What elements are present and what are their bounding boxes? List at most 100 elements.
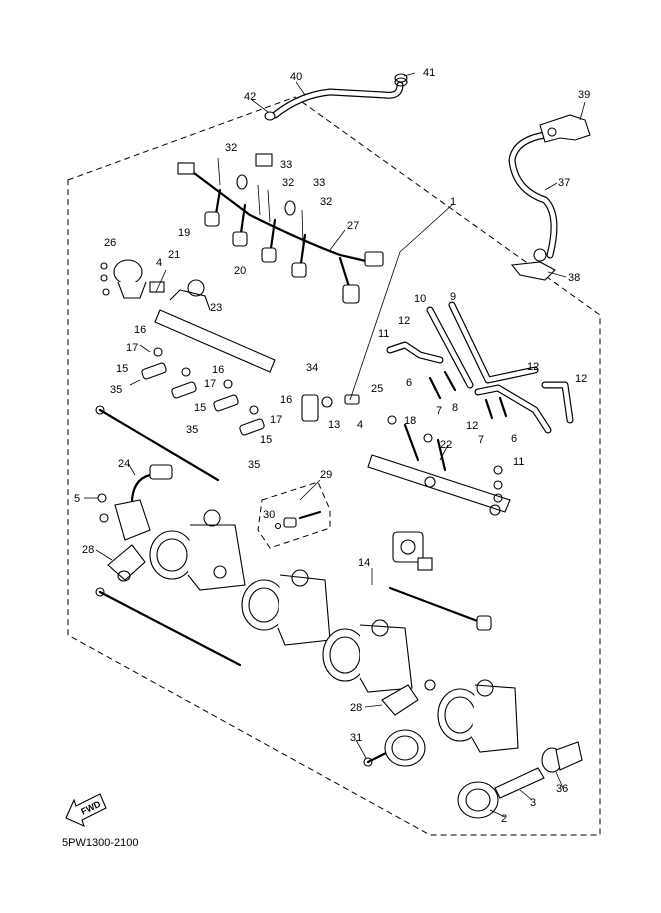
hose-2[interactable] — [457, 781, 499, 819]
callout-label: 37 — [558, 177, 570, 189]
callout-label: 35 — [248, 459, 260, 471]
throttle-body-2[interactable] — [241, 569, 331, 646]
callout-label: 10 — [414, 293, 426, 305]
callout-label: 12 — [398, 315, 410, 327]
callout-label: 7 — [478, 434, 484, 446]
callout-label: 19 — [178, 227, 190, 239]
fwd-arrow-icon: FWD — [65, 793, 107, 828]
fuel-injector-15a[interactable] — [141, 347, 167, 380]
fuel-injector-15c[interactable] — [213, 379, 239, 412]
pressure-regulator-26[interactable] — [100, 259, 147, 299]
callout-label: 32 — [320, 196, 332, 208]
subassembly-29-parts[interactable] — [274, 510, 322, 530]
throttle-body-1[interactable] — [149, 509, 246, 591]
cap[interactable] — [384, 729, 426, 767]
callout-label: 8 — [452, 402, 458, 414]
callout-label: 17 — [204, 378, 216, 390]
callout-label: 41 — [423, 67, 435, 79]
callout-label: 15 — [194, 402, 206, 414]
throttle-body-4[interactable] — [437, 679, 519, 753]
callout-label: 7 — [436, 405, 442, 417]
callout-label: 21 — [168, 249, 180, 261]
screw-31[interactable] — [363, 750, 390, 767]
fuel-hose-40[interactable] — [271, 81, 404, 119]
leader-lines — [84, 72, 586, 818]
callout-label: 15 — [260, 434, 272, 446]
callout-label: 16 — [212, 364, 224, 376]
fuel-hose-37[interactable] — [508, 131, 558, 259]
callout-label: 39 — [578, 89, 590, 101]
callout-label: 28 — [82, 544, 94, 556]
callout-label: 11 — [378, 328, 389, 340]
callout-label: 24 — [118, 458, 130, 470]
hose-fitting-39[interactable] — [539, 114, 591, 143]
long-bolt-upper[interactable] — [95, 405, 220, 482]
callout-labels: 41 40 42 39 37 38 32 33 32 33 32 1 27 26… — [74, 67, 590, 825]
wire-harness-27[interactable] — [177, 153, 384, 304]
callout-label: 4 — [156, 257, 162, 269]
callout-label: 29 — [320, 469, 332, 481]
callout-label: 9 — [450, 291, 456, 303]
callout-label: 38 — [568, 272, 580, 284]
callout-label: 17 — [270, 414, 282, 426]
callout-label: 14 — [358, 557, 370, 569]
callout-label: 12 — [575, 373, 587, 385]
joint-28a[interactable] — [107, 544, 146, 582]
callout-label: 4 — [357, 419, 363, 431]
callout-label: 18 — [404, 415, 416, 427]
callout-label: 2 — [501, 813, 507, 825]
callout-label: 22 — [440, 439, 452, 451]
callout-label: 16 — [280, 394, 292, 406]
callout-label: 33 — [280, 159, 292, 171]
callout-label: 3 — [530, 797, 536, 809]
callout-label: 31 — [350, 732, 362, 744]
vacuum-hoses[interactable] — [386, 301, 574, 434]
callout-label: 42 — [244, 91, 256, 103]
callout-label: 16 — [134, 324, 146, 336]
fuel-delivery-pipe[interactable] — [149, 279, 276, 373]
throttle-body-3[interactable] — [322, 619, 413, 693]
callout-label: 17 — [126, 342, 138, 354]
subassembly-29-boundary — [257, 481, 331, 549]
callout-label: 15 — [116, 363, 128, 375]
hose-fitting-38[interactable] — [510, 248, 556, 281]
callout-label: 32 — [282, 177, 294, 189]
callout-label: 40 — [290, 71, 302, 83]
throttle-actuator[interactable] — [392, 531, 433, 571]
callout-label: 12 — [527, 361, 539, 373]
callout-label: 35 — [110, 384, 122, 396]
callout-label: 26 — [104, 237, 116, 249]
callout-label: 30 — [263, 509, 275, 521]
callout-label: 28 — [350, 702, 362, 714]
callout-label: 11 — [513, 456, 524, 468]
diagram-code: 5PW1300-2100 — [62, 837, 138, 849]
assembly-boundary — [67, 96, 601, 836]
callout-label: 23 — [210, 302, 222, 314]
hose-clamp-42[interactable] — [264, 111, 276, 121]
sensor-24[interactable] — [97, 464, 173, 541]
long-bolt-lower[interactable] — [95, 587, 242, 667]
callout-label: 34 — [306, 362, 318, 374]
callout-label: 33 — [313, 177, 325, 189]
callout-label: 25 — [371, 383, 383, 395]
pipe-3[interactable] — [494, 767, 545, 799]
joint-28b[interactable] — [381, 679, 436, 716]
callout-label: 32 — [225, 142, 237, 154]
cable-ties-32-33[interactable] — [217, 157, 304, 246]
fuel-injector-15d[interactable] — [239, 405, 265, 436]
callout-label: 6 — [511, 433, 517, 445]
callout-label: 35 — [186, 424, 198, 436]
callout-label: 27 — [347, 220, 359, 232]
callout-label: 12 — [466, 420, 478, 432]
callout-label: 5 — [74, 493, 80, 505]
callout-label: 1 — [450, 196, 456, 208]
link-bracket-assembly[interactable] — [367, 415, 511, 516]
fuel-injector-15b[interactable] — [171, 367, 197, 399]
link-rod-14[interactable] — [388, 586, 492, 631]
callout-label: 20 — [234, 265, 246, 277]
sensor-34[interactable] — [301, 394, 360, 422]
callout-label: 6 — [406, 377, 412, 389]
callout-label: 13 — [328, 419, 340, 431]
joint-36[interactable] — [541, 741, 583, 773]
